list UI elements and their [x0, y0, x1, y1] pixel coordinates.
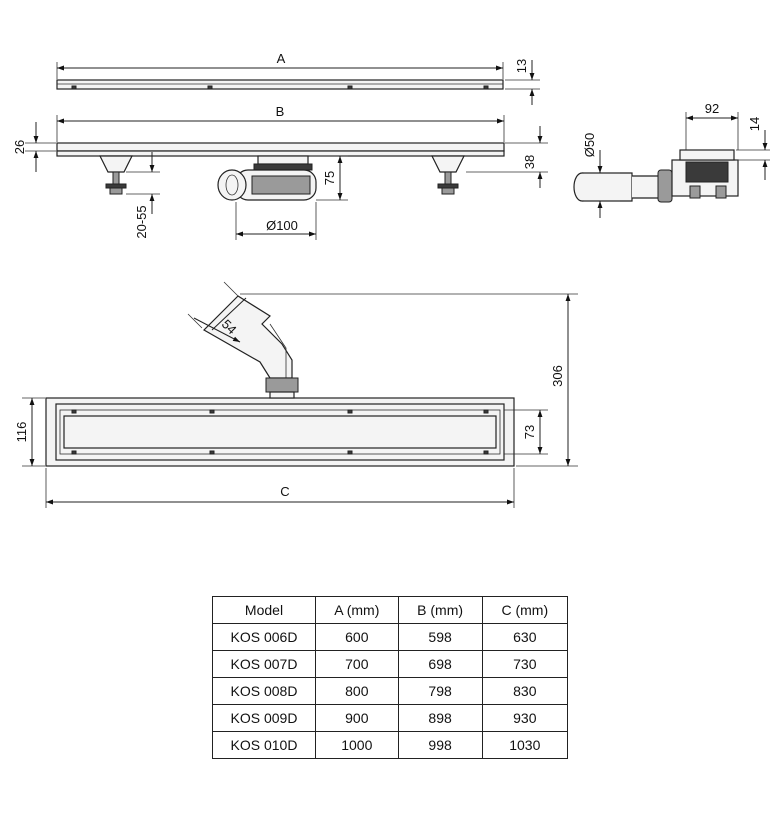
dimension-306-label: 306: [550, 365, 565, 387]
dimension-c-label: C: [280, 484, 289, 499]
dimension-92-label: 92: [705, 101, 719, 116]
cell-c: 630: [481, 623, 569, 651]
cell-b: 898: [397, 704, 483, 732]
dimension-13: 13: [505, 59, 540, 105]
cell-model: KOS 006D: [212, 623, 316, 651]
table-row: KOS 008D 800 798 830: [212, 677, 569, 705]
dimension-26: 26: [12, 122, 56, 172]
dimension-14: 14: [736, 117, 770, 180]
cell-b: 798: [397, 677, 483, 705]
channel-side-view: [56, 142, 505, 201]
cell-b: 998: [397, 731, 483, 759]
dimension-d100-label: Ø100: [266, 218, 298, 233]
dimension-92: 92: [685, 101, 739, 150]
dimension-116: 116: [14, 397, 45, 467]
dimension-a: A: [56, 51, 504, 79]
dimension-116-label: 116: [14, 422, 29, 443]
cell-a: 1000: [315, 731, 399, 759]
table-row: KOS 010D 1000 998 1030: [212, 731, 569, 759]
dimension-a-label: A: [277, 51, 286, 66]
dimension-73-label: 73: [522, 425, 537, 439]
cell-c: 730: [481, 650, 569, 678]
cell-c: 930: [481, 704, 569, 732]
specifications-table: Model A (mm) B (mm) C (mm) KOS 006D 600 …: [212, 596, 569, 759]
dimension-75-label: 75: [322, 171, 337, 185]
cell-b: 698: [397, 650, 483, 678]
cell-a: 700: [315, 650, 399, 678]
header-a: A (mm): [315, 596, 399, 624]
cell-a: 600: [315, 623, 399, 651]
header-b: B (mm): [397, 596, 483, 624]
cell-b: 598: [397, 623, 483, 651]
cell-model: KOS 010D: [212, 731, 316, 759]
table-row: KOS 009D 900 898 930: [212, 704, 569, 732]
cell-c: 830: [481, 677, 569, 705]
cell-a: 800: [315, 677, 399, 705]
cell-a: 900: [315, 704, 399, 732]
table-row: KOS 006D 600 598 630: [212, 623, 569, 651]
dimension-13-label: 13: [514, 59, 529, 73]
cell-model: KOS 008D: [212, 677, 316, 705]
table-header-row: Model A (mm) B (mm) C (mm): [212, 596, 569, 624]
channel-plan-view: [45, 295, 515, 467]
dimension-d100: Ø100: [235, 202, 317, 240]
dimension-73: 73: [504, 409, 548, 455]
dimension-b: B: [56, 104, 505, 142]
dimension-d50-label: Ø50: [582, 133, 597, 158]
dimension-75: 75: [310, 155, 348, 201]
table-row: KOS 007D 700 698 730: [212, 650, 569, 678]
cell-c: 1030: [481, 731, 569, 759]
cell-model: KOS 007D: [212, 650, 316, 678]
grate-top-view: [56, 79, 504, 90]
dimension-306: 306: [240, 293, 578, 467]
dimension-d50: Ø50: [582, 133, 620, 218]
dimension-38: 38: [466, 126, 548, 188]
dimension-20-55: 20-55: [126, 152, 160, 239]
outlet-side-view: [573, 149, 739, 203]
dimension-26-label: 26: [12, 140, 27, 154]
dimension-14-label: 14: [747, 117, 762, 131]
cell-model: KOS 009D: [212, 704, 316, 732]
header-c: C (mm): [481, 596, 569, 624]
dimension-38-label: 38: [522, 155, 537, 169]
dimension-b-label: B: [276, 104, 285, 119]
dimension-20-55-label: 20-55: [134, 205, 149, 238]
header-model: Model: [212, 596, 316, 624]
dimension-c: C: [45, 468, 515, 508]
